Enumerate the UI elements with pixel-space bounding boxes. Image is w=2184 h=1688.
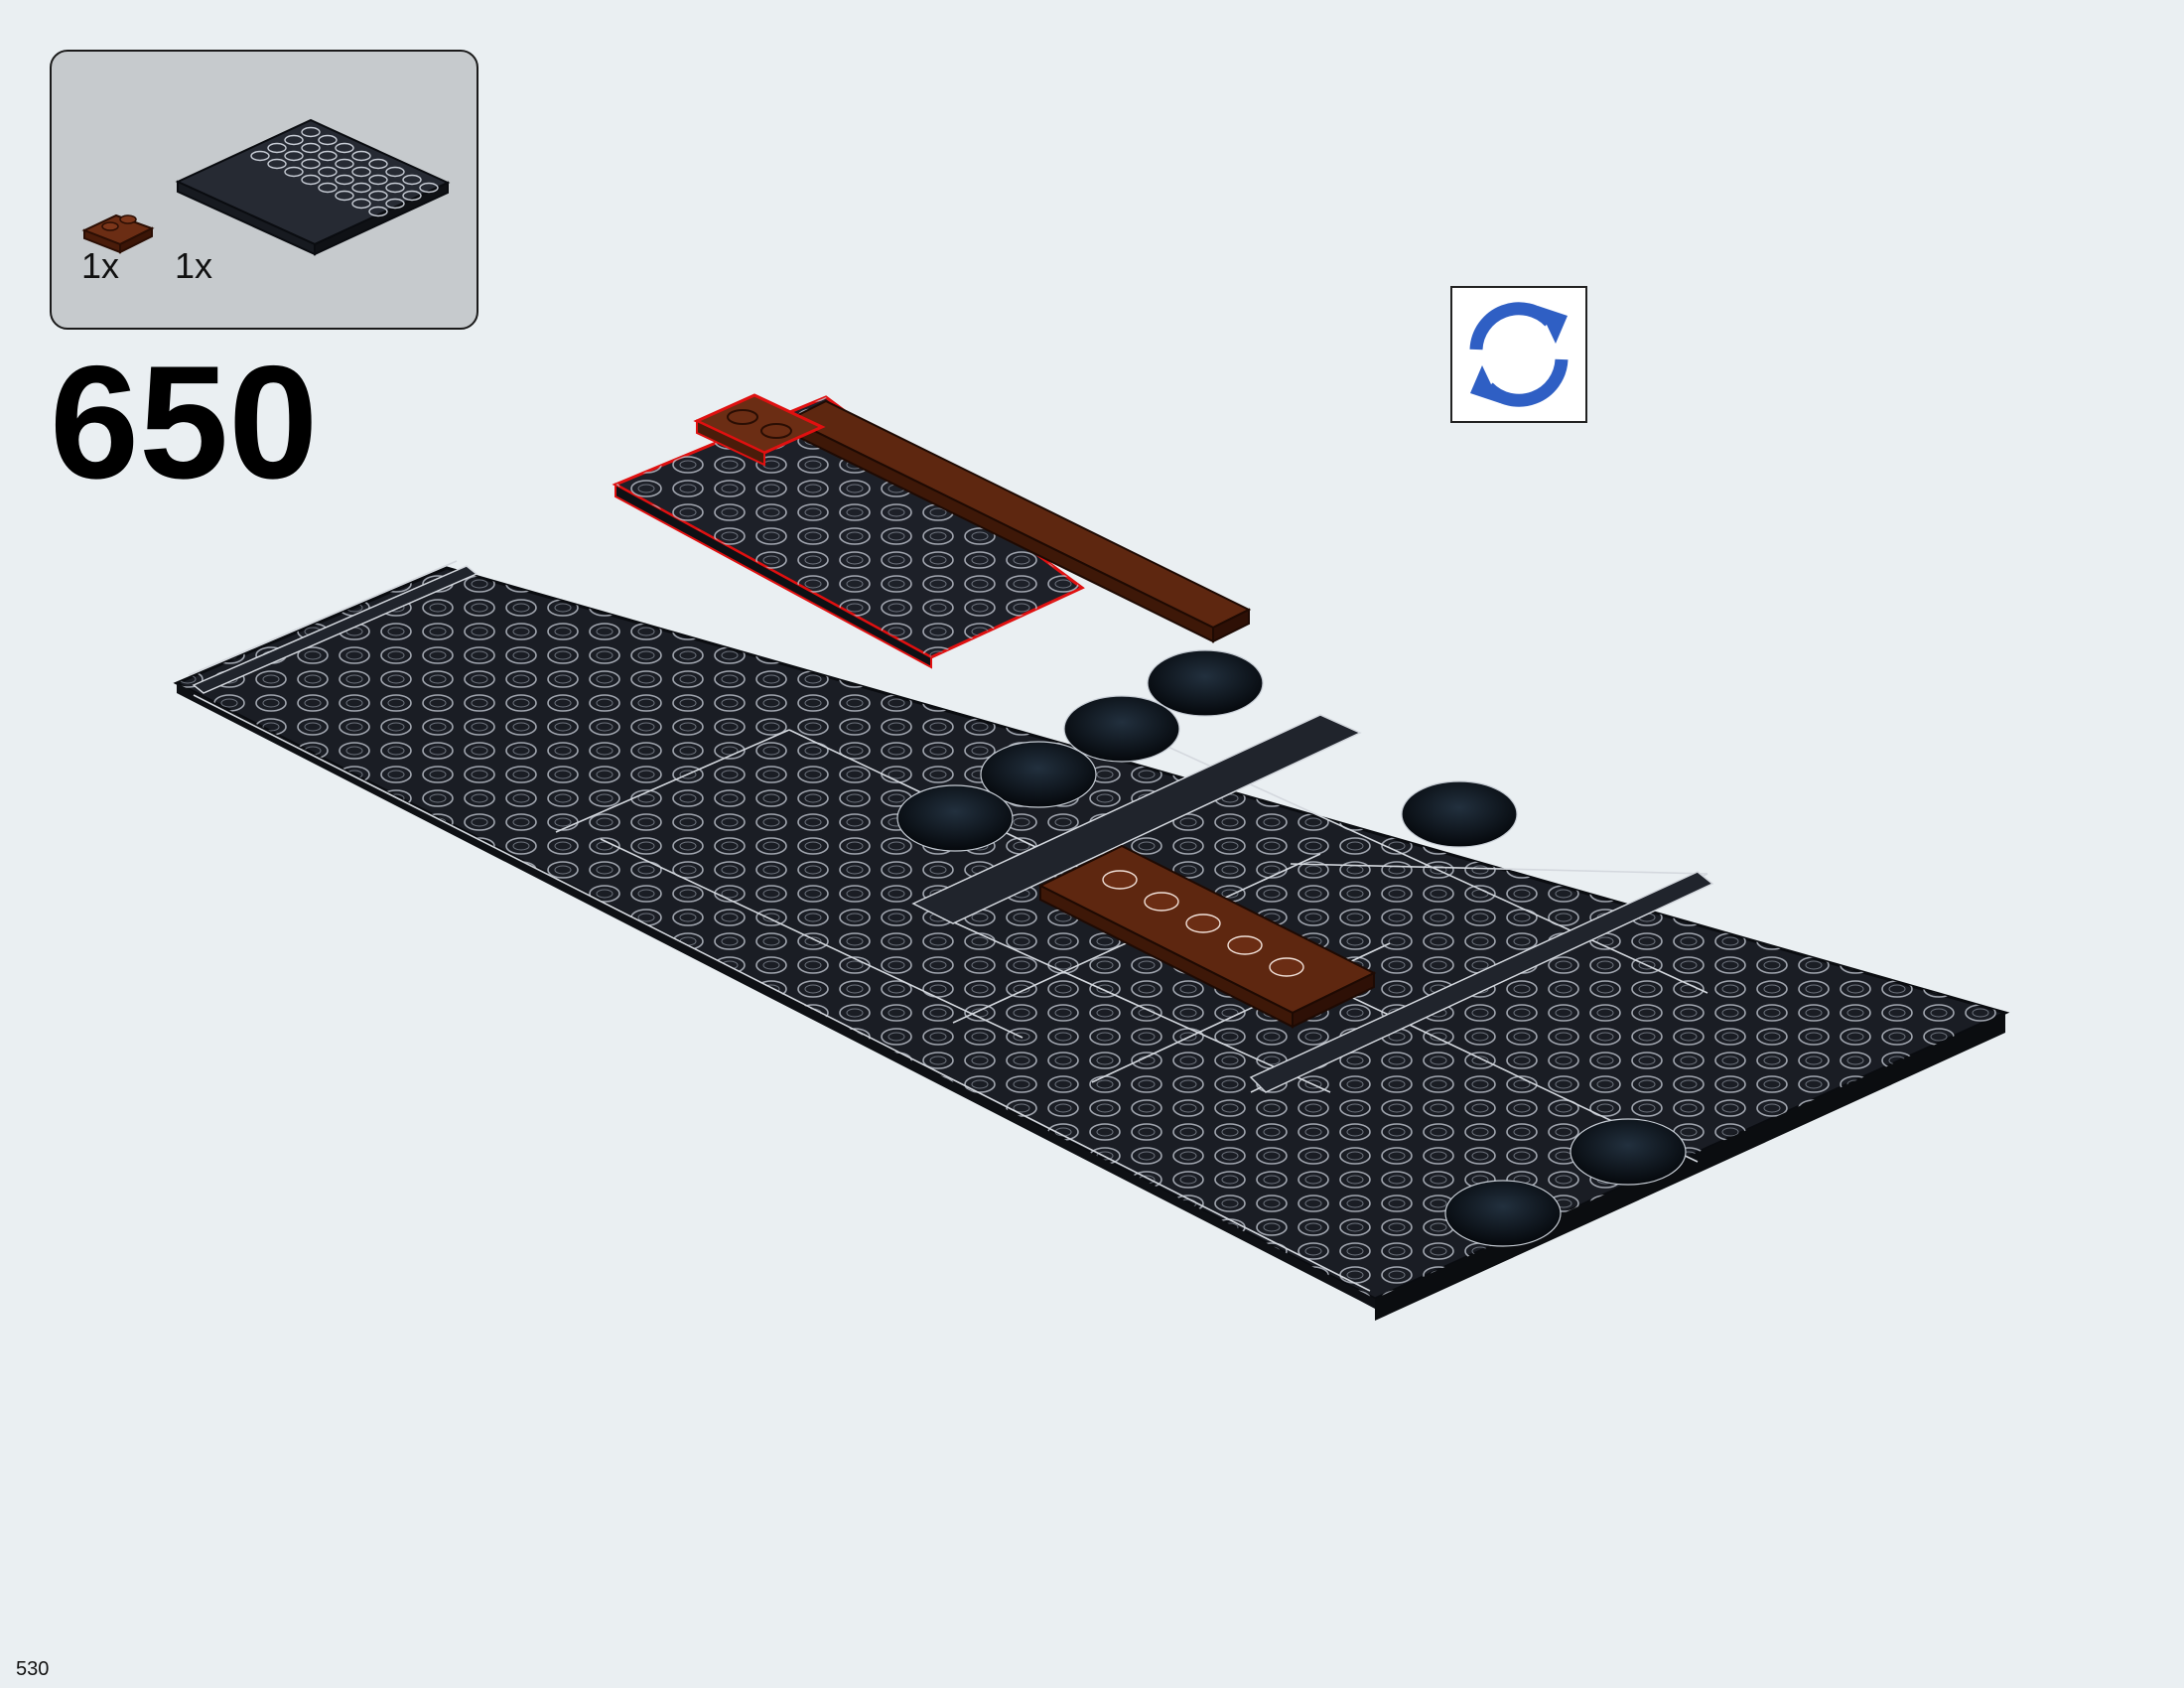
rotate-model-indicator [1450, 286, 1587, 423]
black-plate-4x8-icon [175, 118, 451, 256]
brown-plate-1x2-icon [81, 213, 155, 254]
parts-list-callout: 1x 1x [50, 50, 478, 330]
page-number: 530 [16, 1658, 50, 1680]
new-black-plate-highlighted [612, 395, 1085, 669]
step-number: 650 [50, 333, 319, 512]
black-baseplate-assembly [173, 560, 2010, 1321]
brown-plate-2x6 [1037, 844, 1377, 1029]
brown-plate-long [787, 399, 1252, 643]
new-brown-plate-highlighted [693, 393, 826, 467]
part-quantity: 1x [81, 245, 120, 286]
parts-illustration [81, 118, 451, 256]
part-quantity: 1x [175, 245, 213, 286]
rotate-arrows-icon [1469, 302, 1569, 407]
